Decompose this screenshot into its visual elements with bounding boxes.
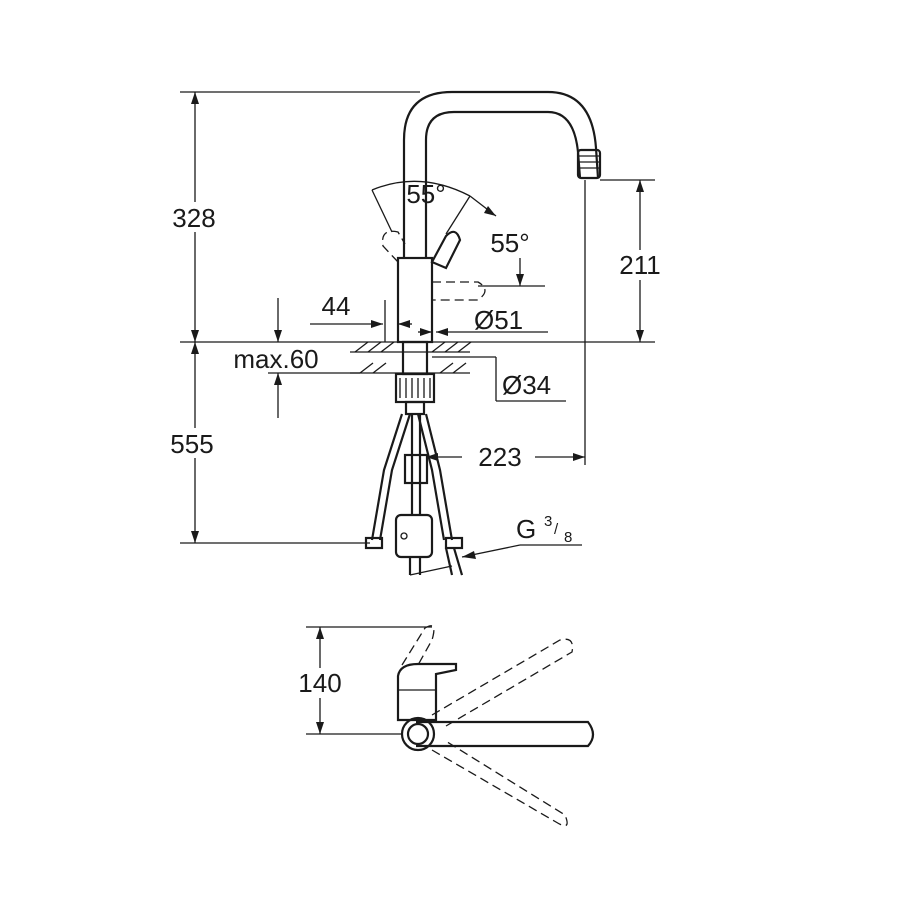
- dimension-outlet-height: 211: [600, 179, 672, 342]
- supply-hose-right: [424, 413, 454, 541]
- label-diameter-34: Ø34: [502, 370, 551, 400]
- label-max-60: max.60: [233, 344, 318, 374]
- label-328: 328: [172, 203, 215, 233]
- spout-swing-upper: [431, 638, 574, 727]
- under-deck-assembly: [364, 372, 464, 576]
- supply-hose-left-outer: [378, 413, 412, 541]
- hose-connector: [403, 453, 429, 485]
- label-223: 223: [478, 442, 521, 472]
- hose-weight: [394, 513, 434, 559]
- dimension-spout-reach: 223: [426, 180, 586, 472]
- spout-plan: [416, 720, 595, 748]
- lever-position-forward: [432, 281, 486, 301]
- label-diameter-51: Ø51: [474, 305, 523, 335]
- dimension-thread-size: G 3 / 8: [409, 513, 582, 576]
- lever-swing-plan: [401, 625, 435, 666]
- supply-hose-right-outer: [416, 413, 446, 541]
- label-555: 555: [170, 429, 213, 459]
- label-thread-numerator: 3: [544, 513, 552, 530]
- lever-position-back: [381, 230, 406, 263]
- label-angle-side: 55°: [490, 228, 529, 258]
- faucet-lever: [430, 230, 462, 270]
- label-angle-top: 55°: [406, 179, 445, 209]
- label-44: 44: [322, 291, 351, 321]
- faucet-plan-view: 140: [288, 625, 595, 827]
- faucet-body: [396, 256, 434, 344]
- label-thread-denominator: 8: [564, 529, 572, 546]
- spout-swing-lower: [431, 739, 568, 827]
- dimension-deck-thickness: max.60: [233, 298, 360, 418]
- body-plan-inner: [406, 722, 430, 746]
- lever-plan: [396, 662, 458, 722]
- faucet-spout: [402, 90, 600, 258]
- faucet-shank: [401, 340, 429, 376]
- spout-aerator: [576, 148, 602, 180]
- angle-arc-top: [371, 180, 471, 197]
- mounting-nut: [394, 372, 436, 404]
- dimension-lever-offset: 44: [310, 291, 412, 342]
- faucet-side-view: [180, 90, 655, 376]
- dimension-height-above-deck: 328: [160, 91, 420, 342]
- label-140: 140: [298, 668, 341, 698]
- dimension-body-diameter: Ø51: [418, 305, 548, 336]
- label-thread-letter: G: [516, 514, 536, 544]
- supply-hose-left: [370, 413, 404, 541]
- dimension-hose-length: 555: [160, 342, 370, 544]
- label-thread-slash: /: [554, 521, 559, 538]
- dimension-hole-diameter: Ø34: [432, 356, 566, 402]
- label-211: 211: [619, 250, 660, 280]
